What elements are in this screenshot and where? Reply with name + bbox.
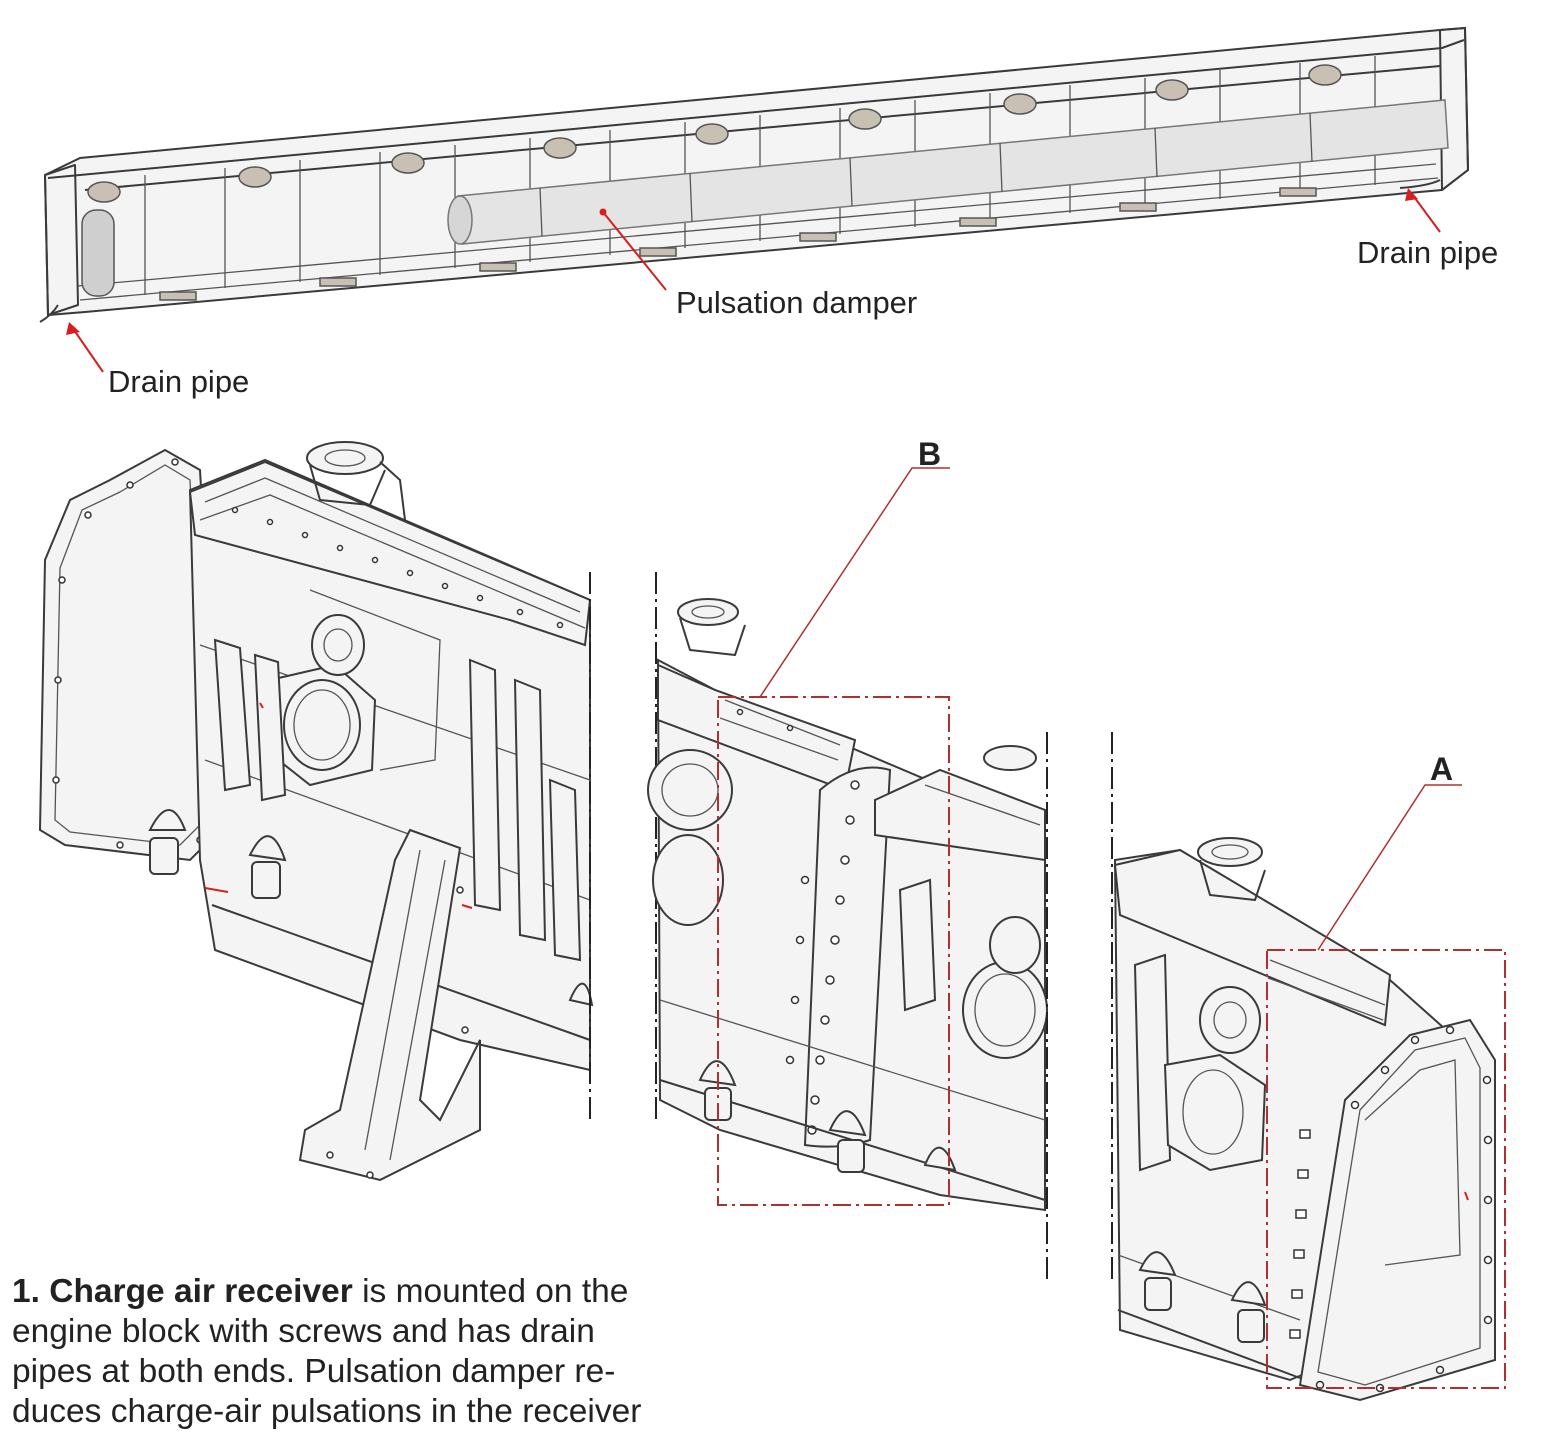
mounting-lugs xyxy=(159,187,1317,301)
side-bolt-row xyxy=(1289,1129,1311,1339)
pulsation-damper-tube xyxy=(447,99,1449,245)
caption-line-2: engine block with screws and has drain xyxy=(12,1313,595,1350)
detail-box-a xyxy=(1266,949,1506,1389)
detail-a-label: A xyxy=(1430,751,1453,787)
receiver-end-view-left xyxy=(38,441,594,1182)
drain-pipe-right-shape xyxy=(1399,179,1441,189)
caption-line-3: pipes at both ends. Pulsation damper re- xyxy=(12,1353,616,1390)
caption-bold: 1. Charge air receiver xyxy=(12,1273,353,1310)
joint-flange-bolts xyxy=(785,780,860,1135)
pulsation-damper-label: Pulsation damper xyxy=(676,285,917,320)
receiver-mid-view: B xyxy=(647,436,1048,1282)
drain-pipe-right-label: Drain pipe xyxy=(1357,235,1498,270)
caption-line-4: duces charge-air pulsations in the recei… xyxy=(12,1393,642,1430)
receiver-overview xyxy=(39,26,1470,323)
top-box-bolts xyxy=(231,506,564,629)
drain-pipe-left-shape xyxy=(39,304,59,323)
receiver-ports xyxy=(87,64,1342,203)
detail-box-b xyxy=(717,696,950,1206)
drain-pipe-left-label: Drain pipe xyxy=(108,364,249,399)
caption-line-1: 1. Charge air receiver is mounted on the xyxy=(12,1272,772,1312)
figure-caption: 1. Charge air receiver is mounted on the… xyxy=(12,1272,772,1432)
caption-line-1-rest: is mounted on the xyxy=(352,1273,629,1310)
detail-b-label: B xyxy=(918,436,941,472)
receiver-end-view-right: A xyxy=(1111,732,1506,1402)
end-cover-bolts xyxy=(1315,1025,1493,1393)
overview-annotations: Pulsation damper Drain pipe Drain pipe xyxy=(66,188,1498,399)
